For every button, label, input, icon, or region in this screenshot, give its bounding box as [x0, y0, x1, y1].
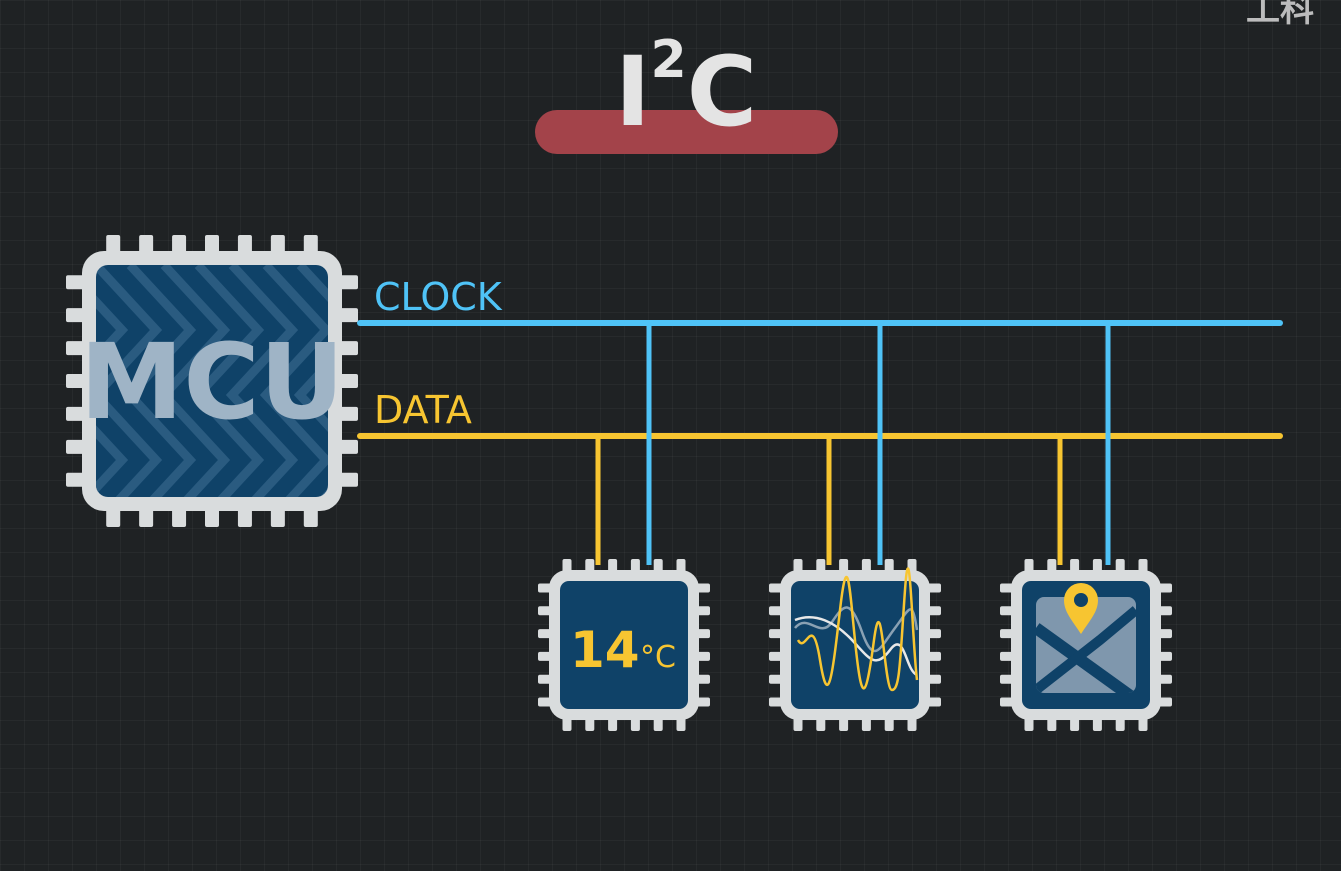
circuit-trace — [259, 265, 328, 497]
chip-pin — [66, 406, 86, 421]
chip-pin — [66, 275, 86, 290]
circuit-trace — [225, 265, 299, 497]
page-title: I2C — [615, 30, 757, 148]
gps-module-chip — [1000, 559, 1172, 731]
chip-pin — [106, 235, 121, 255]
clock-bus-label: CLOCK — [374, 275, 503, 319]
chip-pin — [106, 507, 121, 527]
title-underline-bar — [535, 110, 838, 154]
chip-pin — [338, 341, 358, 356]
chip-pin — [205, 235, 219, 255]
chip-pin — [338, 439, 358, 454]
circuit-trace — [123, 265, 197, 497]
mcu-label: MCU — [80, 321, 344, 443]
chip-pin — [270, 507, 285, 527]
chip-pin — [139, 235, 154, 255]
chip-pin — [338, 308, 358, 323]
circuit-trace — [0, 265, 20, 525]
mcu-chip-pins — [66, 235, 358, 527]
chip-pin — [303, 235, 318, 255]
chip-pin — [237, 507, 252, 527]
chip-pin — [237, 235, 252, 255]
chip-pin — [338, 406, 358, 421]
circuit-trace — [96, 265, 129, 497]
circuit-trace — [157, 265, 231, 497]
chip-pin — [66, 308, 86, 323]
temperature-value: 14 — [570, 621, 640, 679]
temperature-unit: °C — [640, 640, 676, 675]
chip-pin — [66, 374, 86, 388]
sensor-chip-face — [560, 581, 688, 709]
circuit-trace — [96, 265, 163, 497]
chip-pin — [303, 507, 318, 527]
waveform-icon — [794, 567, 919, 692]
circuit-trace — [0, 265, 54, 525]
mcu-chip: MCU — [0, 235, 358, 527]
mcu-circuit-pattern — [0, 265, 328, 525]
title-group: I2C — [535, 30, 838, 154]
circuit-trace — [191, 265, 265, 497]
chip-pin — [172, 507, 187, 527]
chip-pin — [66, 341, 86, 356]
chip-pin — [338, 472, 358, 487]
chip-pin — [139, 507, 154, 527]
circuit-trace — [293, 265, 328, 497]
corner-watermark-text: 工科 — [1246, 0, 1314, 30]
data-bus-label: DATA — [374, 388, 472, 432]
waveform-sensor-chip — [769, 559, 941, 731]
chip-pin — [66, 439, 86, 454]
bus-wires — [357, 320, 1283, 565]
chip-pin — [66, 472, 86, 487]
chip-pin — [172, 235, 187, 255]
chip-pin — [338, 374, 358, 388]
temperature-sensor-chip: 14 °C — [538, 559, 710, 731]
chip-pin — [338, 275, 358, 290]
map-pin-icon — [1064, 583, 1098, 634]
chip-pin — [270, 235, 285, 255]
chip-pin — [205, 507, 219, 527]
